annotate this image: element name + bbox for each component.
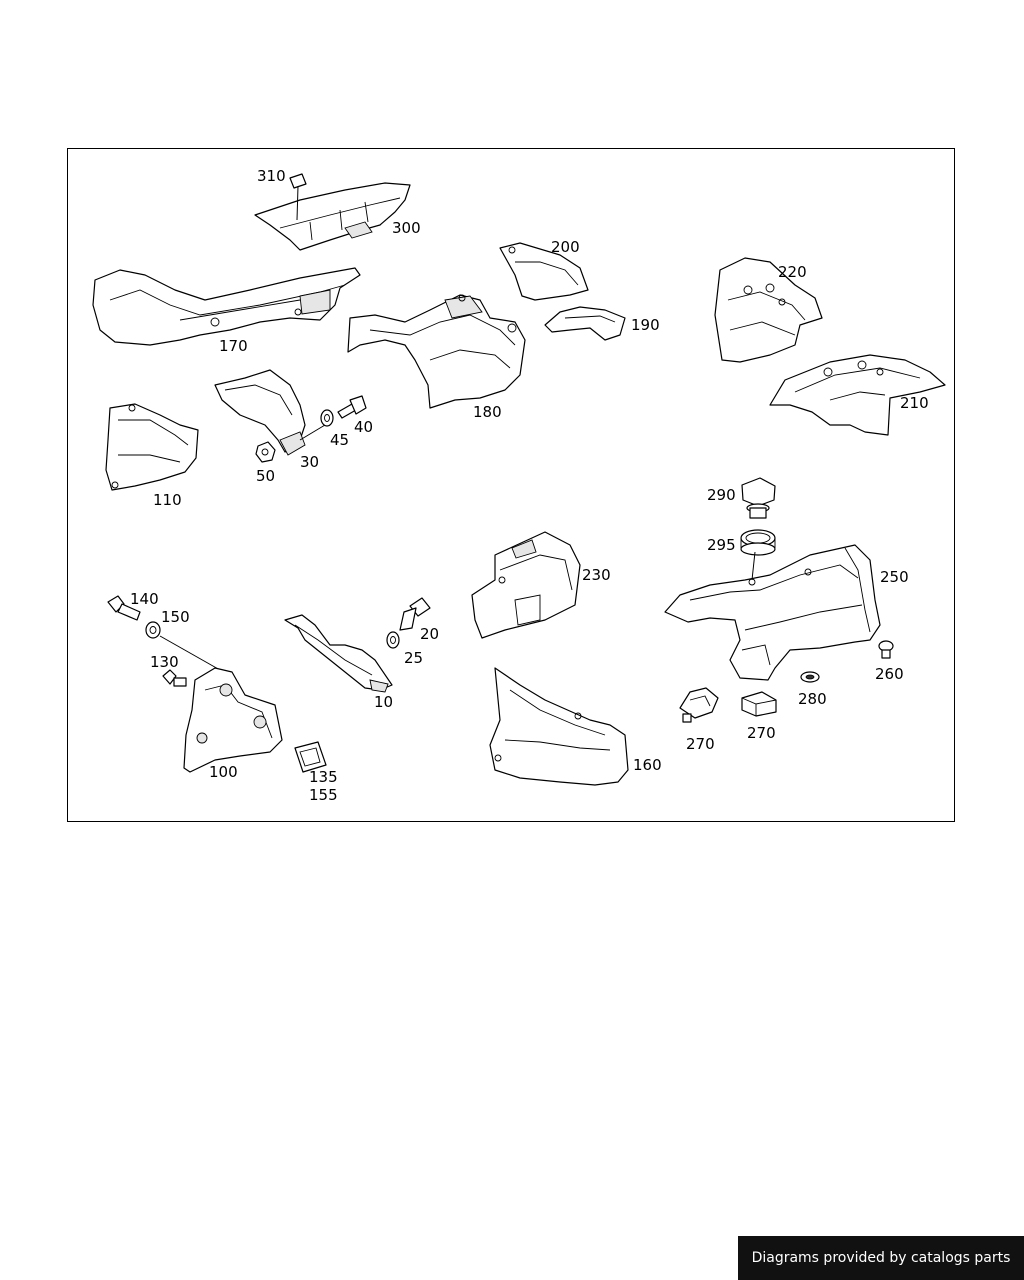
part-220-heat-shield[interactable] (714, 257, 823, 363)
part-45-washer[interactable] (320, 409, 334, 427)
label-295: 295 (707, 536, 736, 554)
footer-credit-banner: Diagrams provided by catalogs parts (738, 1236, 1024, 1280)
label-270-a: 270 (686, 735, 715, 753)
part-310-nut[interactable] (289, 173, 307, 189)
label-110: 110 (153, 491, 182, 509)
label-200: 200 (551, 238, 580, 256)
part-150-washer[interactable] (145, 621, 161, 639)
part-200-heat-shield[interactable] (499, 242, 589, 301)
label-250: 250 (880, 568, 909, 586)
part-25-washer[interactable] (386, 631, 400, 649)
label-150: 150 (161, 608, 190, 626)
part-40-bolt[interactable] (337, 395, 367, 419)
label-290: 290 (707, 486, 736, 504)
part-30-bracket[interactable] (214, 369, 306, 456)
part-260-clip[interactable] (878, 640, 894, 659)
label-45: 45 (330, 431, 349, 449)
part-250-heat-shield[interactable] (664, 544, 881, 681)
label-100: 100 (209, 763, 238, 781)
part-160-heat-shield[interactable] (489, 667, 629, 786)
callout-labels: 310 300 200 220 170 190 180 210 40 45 30… (130, 167, 929, 804)
label-300: 300 (392, 219, 421, 237)
part-295-ring[interactable] (740, 529, 776, 556)
part-135-bracket[interactable] (294, 741, 327, 773)
part-130-bolt[interactable] (162, 669, 187, 687)
label-140: 140 (130, 590, 159, 608)
part-10-bracket[interactable] (284, 614, 393, 693)
part-180-heat-shield[interactable] (347, 294, 526, 409)
label-220: 220 (778, 263, 807, 281)
label-270-b: 270 (747, 724, 776, 742)
label-25: 25 (404, 649, 423, 667)
part-20-bolt[interactable] (399, 597, 431, 631)
label-310: 310 (257, 167, 286, 185)
part-100-heat-shield[interactable] (183, 667, 283, 773)
label-135: 135 (309, 768, 338, 786)
part-290-bolt[interactable] (741, 477, 776, 519)
part-300-heat-shield[interactable] (254, 182, 411, 251)
part-140-bolt[interactable] (107, 595, 141, 621)
part-280-washer[interactable] (800, 671, 820, 683)
footer-credit-text: Diagrams provided by catalogs parts (751, 1250, 1011, 1266)
label-170: 170 (219, 337, 248, 355)
part-190-heat-shield[interactable] (544, 306, 626, 341)
part-210-heat-shield[interactable] (769, 354, 946, 436)
label-230: 230 (582, 566, 611, 584)
label-160: 160 (633, 756, 662, 774)
label-155: 155 (309, 786, 338, 804)
part-110-heat-shield[interactable] (105, 403, 199, 491)
part-270-clip-b[interactable] (741, 691, 777, 717)
label-190: 190 (631, 316, 660, 334)
label-30: 30 (300, 453, 319, 471)
label-10: 10 (374, 693, 393, 711)
label-50: 50 (256, 467, 275, 485)
part-170-heat-shield[interactable] (92, 267, 361, 346)
label-280: 280 (798, 690, 827, 708)
part-50-nut[interactable] (255, 441, 276, 463)
label-260: 260 (875, 665, 904, 683)
part-230-heat-shield[interactable] (471, 531, 581, 639)
label-210: 210 (900, 394, 929, 412)
part-270-clip-a[interactable] (679, 687, 719, 723)
label-130: 130 (150, 653, 179, 671)
label-180: 180 (473, 403, 502, 421)
label-20: 20 (420, 625, 439, 643)
label-40: 40 (354, 418, 373, 436)
